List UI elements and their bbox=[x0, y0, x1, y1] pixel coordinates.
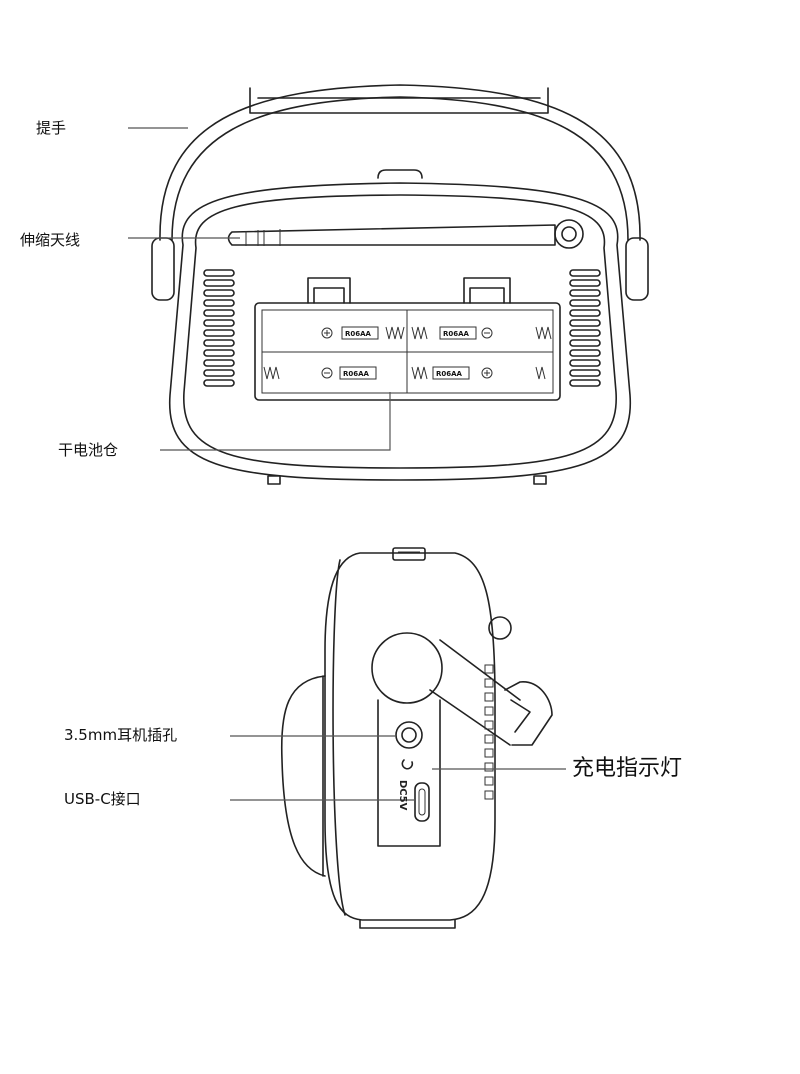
speaker-grille-left bbox=[203, 269, 235, 387]
label-headphone-jack: 3.5mm耳机插孔 bbox=[64, 726, 178, 744]
side-view bbox=[230, 547, 566, 929]
battery-label: R06AA bbox=[443, 330, 470, 338]
label-handle: 提手 bbox=[36, 119, 67, 137]
radio-body-back bbox=[168, 169, 632, 485]
back-view: R06AA R06AA R06AA R06AA bbox=[128, 84, 649, 485]
battery-label: R06AA bbox=[436, 370, 463, 378]
battery-leader bbox=[160, 392, 391, 451]
handle bbox=[151, 84, 649, 301]
battery-label: R06AA bbox=[345, 330, 372, 338]
label-battery-compartment: 干电池仓 bbox=[58, 441, 119, 459]
battery-label: R06AA bbox=[343, 370, 370, 378]
label-charge-indicator: 充电指示灯 bbox=[572, 756, 683, 781]
antenna bbox=[227, 219, 584, 249]
battery-compartment bbox=[254, 277, 561, 401]
dc5v-label: DC5V bbox=[397, 780, 408, 811]
label-antenna: 伸缩天线 bbox=[20, 231, 81, 249]
speaker-grille-right bbox=[569, 269, 601, 387]
label-usb-c-port: USB-C接口 bbox=[64, 790, 141, 808]
